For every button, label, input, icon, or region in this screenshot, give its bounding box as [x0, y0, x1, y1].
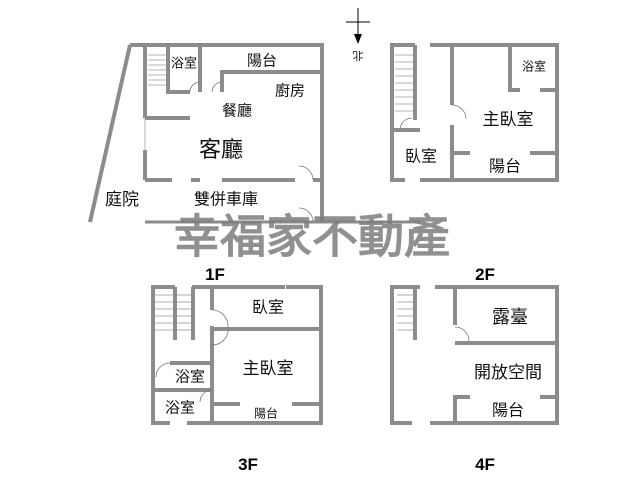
floor-4f-plan: 露臺 開放空間 陽台	[390, 285, 559, 425]
room-yard-1f: 庭院	[105, 190, 139, 210]
room-dining-1f: 餐廳	[222, 102, 252, 120]
room-living-1f: 客廳	[199, 138, 243, 163]
room-garage-1f: 雙併車庫	[194, 190, 258, 209]
room-bath-2f: 浴室	[522, 59, 546, 74]
room-bath-1f: 浴室	[171, 56, 197, 72]
floor-1f-plan: 浴室 陽台 廚房 餐廳 客廳 庭院 雙併車庫	[88, 43, 324, 223]
floor-label-4f: 4F	[475, 455, 495, 474]
north-arrow-icon: 北	[346, 8, 370, 62]
room-bedroom-2f: 臥室	[405, 147, 437, 166]
room-balcony-4f: 陽台	[492, 401, 524, 420]
room-bedroom-3f: 臥室	[252, 298, 284, 317]
room-master-2f: 主臥室	[483, 110, 534, 130]
room-balcony-3f: 陽台	[254, 406, 278, 421]
room-kitchen-1f: 廚房	[275, 82, 305, 100]
room-bath1-3f: 浴室	[175, 368, 205, 386]
room-balcony-2f: 陽台	[489, 157, 521, 176]
floor-2f-plan: 浴室 主臥室 臥室 陽台	[390, 43, 559, 182]
floor-label-2f: 2F	[475, 265, 495, 284]
floor-label-3f: 3F	[238, 455, 258, 474]
room-master-3f: 主臥室	[243, 359, 294, 379]
room-balcony-1f: 陽台	[247, 52, 277, 70]
north-label: 北	[353, 49, 364, 62]
floor-3f-plan: 臥室 主臥室 浴室 浴室 陽台	[151, 285, 323, 425]
floor-label-1f: 1F	[205, 265, 225, 284]
room-open-space-4f: 開放空間	[474, 363, 542, 383]
watermark: 幸福家不動產	[174, 210, 450, 264]
room-terrace-4f: 露臺	[492, 307, 528, 328]
room-bath2-3f: 浴室	[165, 399, 195, 417]
